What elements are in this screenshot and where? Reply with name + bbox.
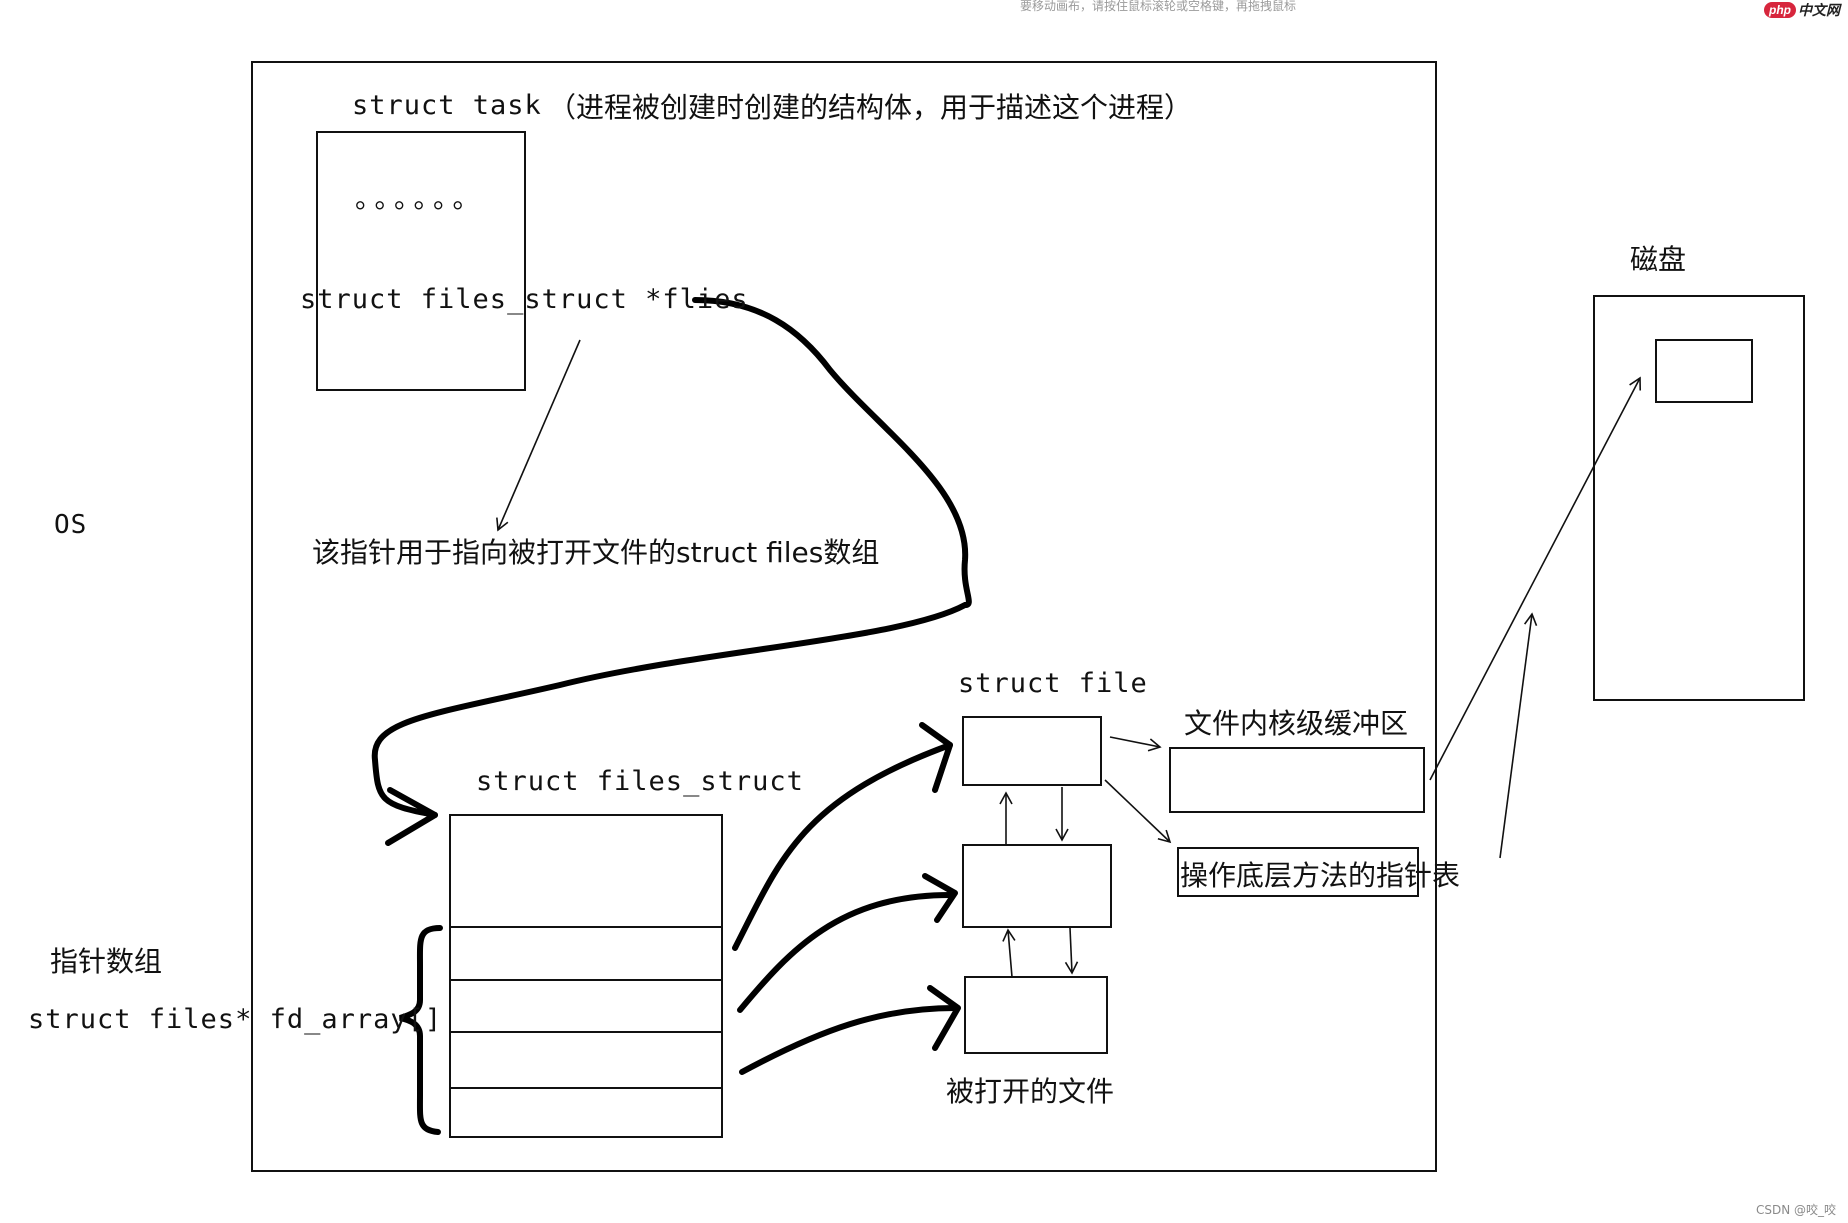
task-box [316,131,526,391]
ops-table-label: 操作底层方法的指针表 [1180,859,1461,892]
kernel-buffer-box [1169,747,1425,813]
ops-table-box [1177,847,1419,897]
disk-label: 磁盘 [1630,243,1687,276]
disk-box [1593,295,1805,701]
row1-to-file1-arrow [732,742,953,951]
disk-block [1655,339,1753,403]
row3-to-file3-arrowhead [927,985,961,1051]
row1-to-file1-arrowhead [919,722,953,793]
files-struct-table [449,814,723,1138]
footer-credit: CSDN @咬_咬 [1756,1203,1837,1217]
pointer-note-label: 该指针用于指向被打开文件的struct files数组 [312,536,880,569]
struct-task-note: （进程被创建时创建的结构体，用于描述这个进程） [548,91,1193,124]
file-box-2 [962,844,1112,928]
row3-to-file3-arrow [739,1005,958,1075]
canvas-hint: 要移动画布，请按住鼠标滚轮或空格键，再拖拽鼠标 [1020,0,1297,13]
files-pointer-label: struct files_struct *flies [300,284,749,315]
file-box-1 [962,716,1102,786]
kernel-buffer-label: 文件内核级缓冲区 [1184,707,1409,740]
link-arrow [1002,928,1016,978]
row2-to-file2-arrow [737,892,953,1013]
disk-to-ops-arrow [1499,612,1538,859]
struct-task-label: struct task [352,90,542,121]
files-struct-label: struct files_struct [476,766,804,797]
file-box-3 [964,976,1108,1054]
logo-badge: php [1764,2,1796,18]
task-ellipsis: 。。。。。。 [355,184,486,215]
pointer-note-arrow [496,339,581,532]
struct-file-label: struct file [958,668,1148,699]
file-to-ops-arrow [1104,779,1172,844]
opened-files-label: 被打开的文件 [946,1075,1115,1108]
os-label: OS [54,510,88,540]
pointer-array-brace [399,925,443,1135]
file-to-buffer-arrow [1109,736,1162,752]
logo-text: 中文网 [1798,3,1840,19]
task-to-files-arrowhead [385,787,438,846]
buffer-to-disk-arrow [1429,376,1642,781]
row2-to-file2-arrowhead [922,873,958,923]
pointer-array-label: 指针数组 [50,945,163,978]
task-to-files-curve [371,297,972,818]
site-logo: php 中文网 [1764,0,1840,20]
fd-array-label: struct files* fd_array[] [28,1004,443,1035]
link-arrow [1064,927,1079,975]
os-frame [251,61,1437,1172]
